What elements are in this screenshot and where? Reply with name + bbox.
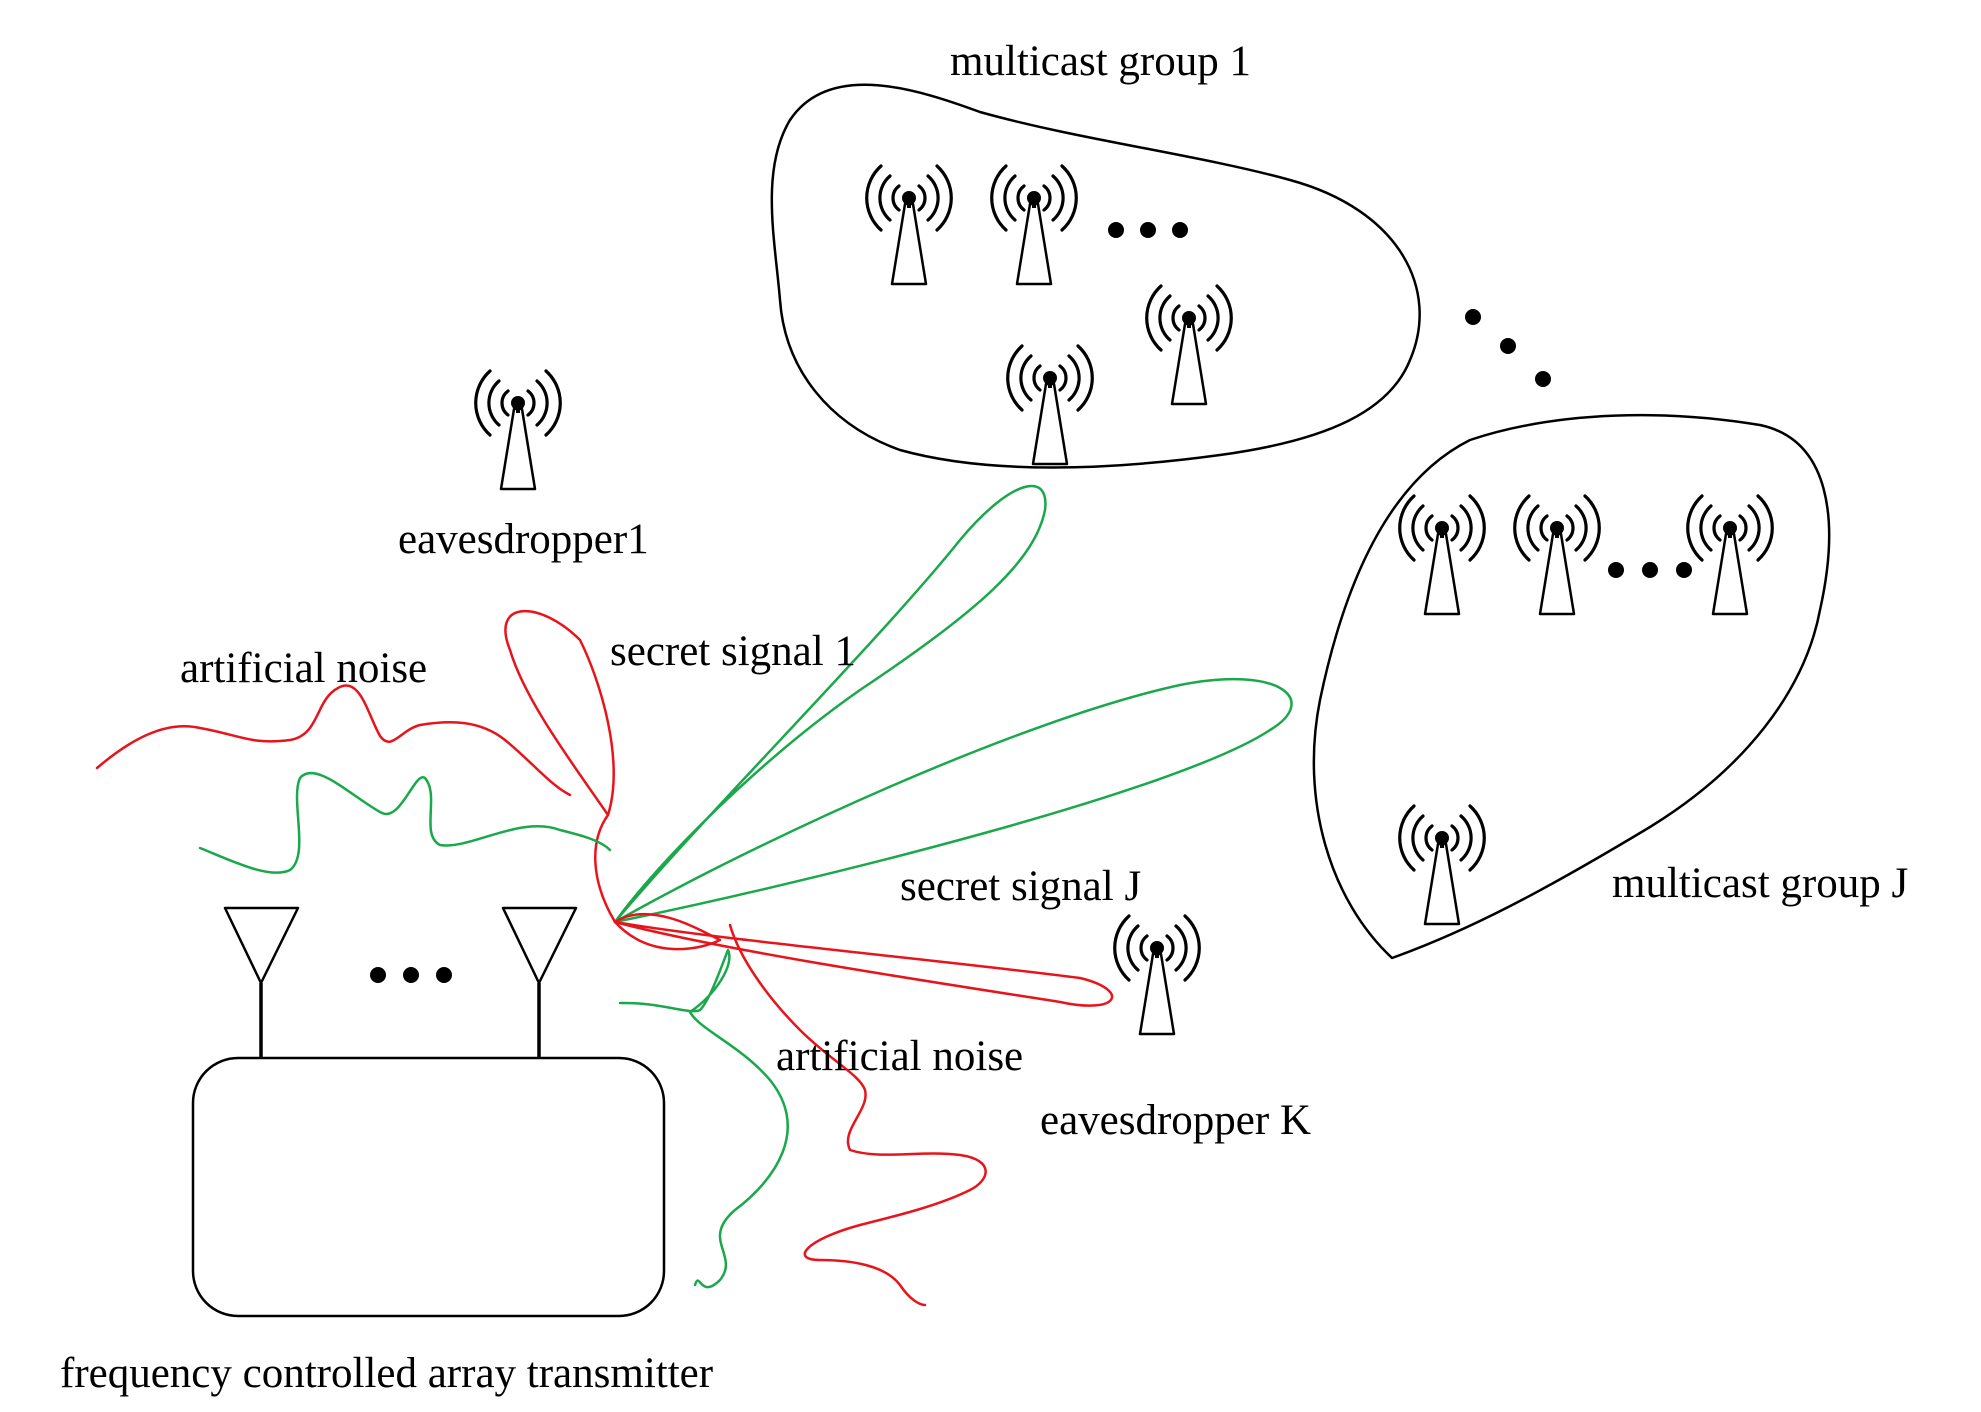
eavesdropper-1-icon [474,369,562,491]
secret-signal-wave-bottom [618,948,789,1289]
transmitter-label: frequency controlled array transmitter [60,1350,713,1397]
secret-signal-1-label: secret signal 1 [610,628,856,675]
transmitter-box [191,1056,666,1318]
multicast-group-j-label: multicast group J [1612,860,1908,907]
eavesdropper-k-icon [1113,914,1201,1036]
receiver-icon [1513,494,1601,616]
ellipsis-dots-icon [1465,309,1551,387]
secret-signal-wave-top [198,771,612,874]
artificial-noise-label-top: artificial noise [180,645,427,692]
multicast-group-1-outline [770,83,1421,469]
ellipsis-dots-icon [1608,562,1692,578]
artificial-noise-wave-top [95,684,572,797]
transmit-antenna-icon [223,906,300,1058]
multicast-group-j-outline [1312,413,1831,960]
receiver-icon [990,164,1078,286]
artificial-noise-lobe-small [613,912,722,951]
eavesdropper-1-label: eavesdropper1 [398,516,649,563]
receiver-icon [865,164,953,286]
multicast-group-1-label: multicast group 1 [950,38,1251,85]
artificial-noise-lobe-eve1 [504,609,617,924]
transmit-antenna-icon [501,906,578,1058]
secret-signal-1-beam [613,484,1047,924]
eavesdropper-k-label: eavesdropper K [1040,1097,1311,1144]
artificial-noise-label-bottom: artificial noise [776,1033,1023,1080]
secret-signal-j-beam [613,677,1293,924]
receiver-icon [1686,494,1774,616]
artificial-noise-wave-bottom [728,923,987,1307]
receiver-icon [1398,804,1486,926]
secret-signal-j-label: secret signal J [900,863,1141,910]
artificial-noise-lobe-evek [613,920,1114,1007]
receiver-icon [1145,284,1233,406]
receiver-icon [1006,344,1094,466]
ellipsis-dots-icon [1108,222,1188,238]
receiver-icon [1398,494,1486,616]
ellipsis-dots-icon [370,967,452,983]
